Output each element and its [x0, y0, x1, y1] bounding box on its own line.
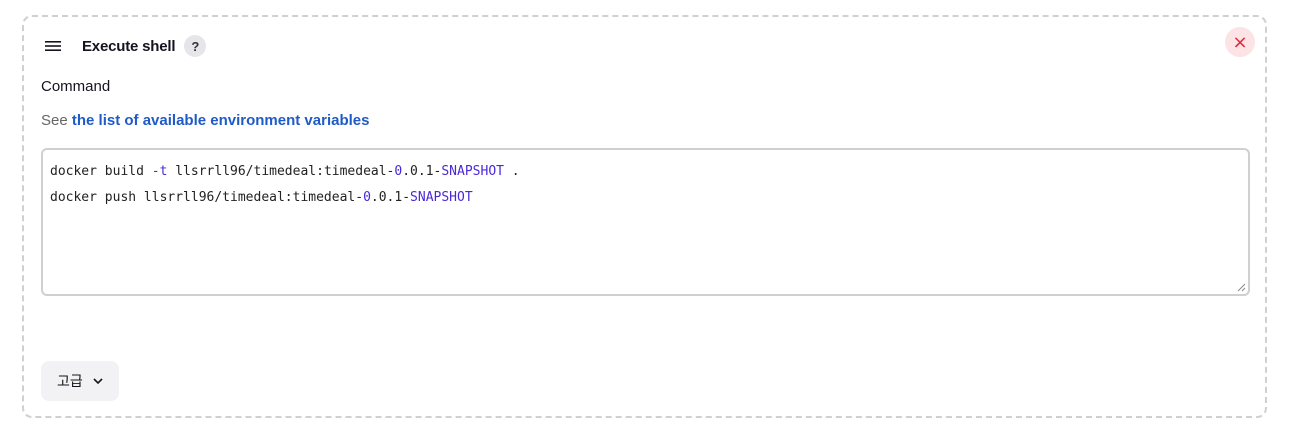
- command-editor[interactable]: docker build -t llsrrll96/timedeal:timed…: [41, 148, 1250, 296]
- step-header: Execute shell ?: [44, 34, 1255, 58]
- command-line: docker build -t llsrrll96/timedeal:timed…: [50, 159, 1241, 185]
- chevron-down-icon: [93, 378, 103, 384]
- advanced-label: 고급: [57, 374, 83, 390]
- delete-step-button[interactable]: ×: [1225, 27, 1255, 57]
- command-text: llsrrll96/timedeal:timedeal-: [167, 164, 395, 179]
- command-keyword: SNAPSHOT: [441, 164, 504, 179]
- command-keyword: -t: [151, 164, 168, 179]
- step-title: Execute shell: [82, 37, 176, 55]
- command-line: docker push llsrrll96/timedeal:timedeal-…: [50, 185, 1241, 211]
- command-text: docker build: [50, 164, 152, 179]
- resize-handle-icon[interactable]: [1237, 283, 1246, 292]
- env-vars-prefix: See: [41, 112, 68, 129]
- env-vars-hint: See the list of available environment va…: [41, 112, 369, 129]
- drag-handle-icon[interactable]: [44, 34, 62, 58]
- command-text: docker push llsrrll96/timedeal:timedeal-: [50, 190, 364, 205]
- env-vars-link[interactable]: the list of available environment variab…: [71, 112, 370, 129]
- help-icon[interactable]: ?: [184, 35, 207, 57]
- command-keyword: 0: [394, 164, 403, 179]
- advanced-button[interactable]: 고급: [41, 361, 119, 401]
- command-text: .: [503, 164, 520, 179]
- command-text: .0.1-: [402, 164, 442, 179]
- command-text: .0.1-: [370, 190, 411, 205]
- build-step-card: Execute shell ? × Command See the list o…: [22, 15, 1267, 418]
- command-keyword: SNAPSHOT: [410, 190, 473, 205]
- command-label: Command: [41, 78, 111, 95]
- command-keyword: 0: [363, 190, 371, 205]
